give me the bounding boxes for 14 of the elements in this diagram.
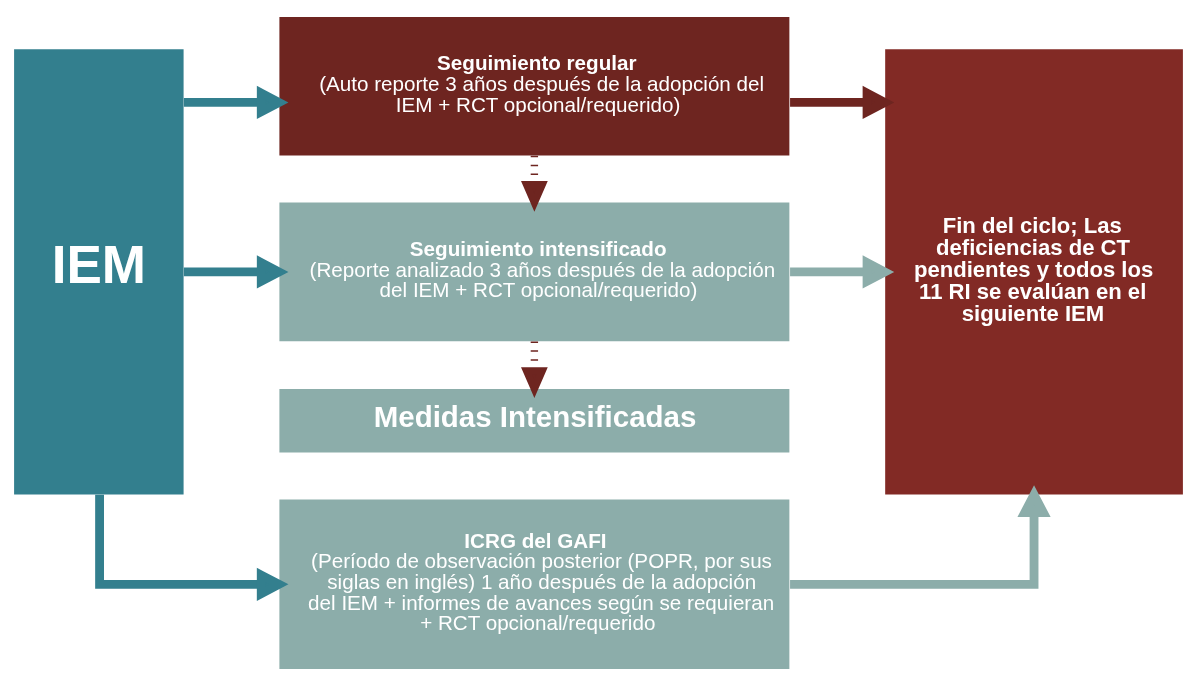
arrow [183,85,289,119]
arrow [521,155,548,212]
arrow [95,494,289,601]
arrow [183,255,289,289]
node-box: Seguimiento regular (Auto reporte 3 años después de la adopción del IEM + RCT opcional/requerido) [279,16,790,156]
arrow [521,341,548,398]
arrow [790,485,1051,589]
arrow [790,255,895,289]
node-box: Seguimiento intensificado (Reporte analizado 3 años después de la adopción del IEM + RCT opcional/requerido) [279,202,790,342]
node-box: ICRG del GAFI (Período de observación posterior (POPR, por sus siglas en inglés) 1 año después de la adopción del IEM + informes de avances según se requieran + RCT opcional/requerido [279,499,790,670]
node-box: Fin del ciclo; Las deficiencias de CT pendientes y todos los 11 RI se evalúan en el siguiente IEM [885,49,1183,495]
node-box: Medidas Intensificadas [279,389,790,453]
arrow [790,85,895,119]
node-box: IEM [14,49,184,495]
